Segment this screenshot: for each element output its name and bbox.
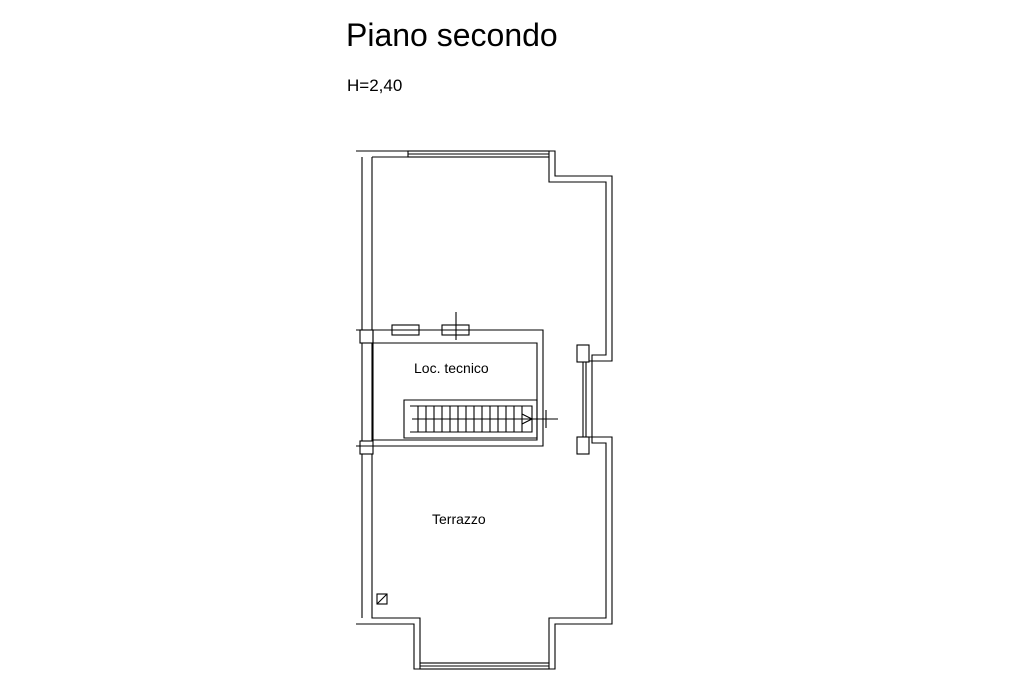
drain-symbol-diagonal (376, 593, 388, 605)
outer-wall-inner (371, 156, 607, 664)
floor-height-label: H=2,40 (347, 76, 403, 95)
left-pillar-top (359, 329, 374, 344)
stair-outline (403, 399, 538, 439)
drain-symbol (376, 593, 388, 605)
right-pillar-top (576, 344, 590, 363)
page-title: Piano secondo (346, 17, 558, 53)
outer-wall-outer (356, 150, 613, 670)
stair-arrow-head (521, 413, 534, 425)
left-pillar-bottom (359, 440, 374, 455)
right-pillar-bottom (576, 436, 590, 455)
room-label-loc-tecnico: Loc. tecnico (414, 360, 489, 376)
room-label-terrazzo: Terrazzo (432, 511, 486, 527)
tech-room-inner (372, 342, 538, 441)
